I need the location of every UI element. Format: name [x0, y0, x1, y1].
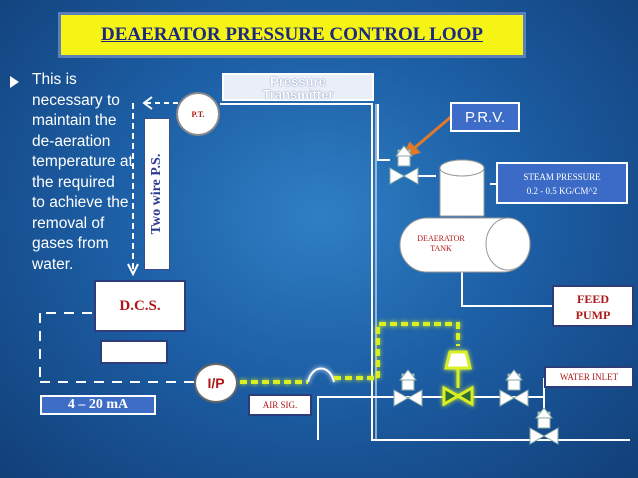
bullet-point: This is necessary to maintain the de-aer…: [10, 70, 136, 275]
page-title: DEAERATOR PRESSURE CONTROL LOOP: [100, 24, 483, 45]
bullet-line: the required: [32, 173, 115, 191]
isolation-valve-1: [393, 369, 423, 407]
steam-pressure-box: STEAM PRESSURE 0.2 - 0.5 KG/CM^2: [496, 162, 628, 204]
ip-converter: I/P: [194, 363, 238, 403]
bullet-line: temperature at: [32, 153, 133, 170]
ma-signal-box: 4 – 20 mA: [40, 395, 156, 415]
title-banner: DEAERATOR PRESSURE CONTROL LOOP: [58, 12, 526, 58]
steam-pressure-title: STEAM PRESSURE: [523, 172, 601, 182]
dcs-box: D.C.S.: [94, 280, 186, 332]
pressure-transmitter-label: Pressure Transmitter: [222, 73, 374, 101]
bypass-valve: [529, 407, 559, 445]
steam-pipe: [418, 175, 496, 185]
ip-label: I/P: [207, 375, 225, 391]
pressure-transmitter-line2: Transmitter: [262, 87, 334, 102]
air-signal-line: [240, 322, 460, 384]
tank-label-line2: TANK: [430, 244, 452, 253]
bullet-line: maintain the: [32, 112, 117, 129]
two-wire-ps-box: Two wire P.S.: [144, 118, 170, 270]
process-pipe-pt: [220, 103, 630, 441]
bullet-line: necessary to: [32, 91, 120, 109]
feed-pump-line1: FEED: [576, 292, 609, 306]
prv-label: P.R.V.: [464, 108, 506, 126]
bullet-line: This is: [32, 71, 77, 88]
two-wire-ps-label: Two wire P.S.: [149, 153, 164, 235]
feed-pump-box: FEED PUMP: [552, 285, 634, 327]
prv-valve: [389, 145, 419, 185]
deaerator-tank: [399, 159, 531, 273]
prv-pointer-arrow: [401, 114, 453, 159]
bullet-text: This is necessary to maintain the de-aer…: [32, 70, 136, 275]
control-valve: [442, 350, 474, 407]
bullet-arrow-icon: [10, 76, 19, 88]
air-signal-box: AIR SIG.: [248, 394, 312, 416]
signal-line-dcs-ip: [39, 312, 194, 383]
deaerator-tank-label: DEAERATOR TANK: [410, 234, 472, 254]
pt-label: P.T.: [191, 109, 205, 119]
dcs-output-box: [100, 340, 168, 364]
bullet-line: removal of: [32, 214, 105, 232]
isolation-valve-2: [499, 369, 529, 407]
tank-label-line1: DEAERATOR: [417, 234, 465, 243]
signal-line-pt-dcs: [127, 96, 178, 277]
prv-label-box: P.R.V.: [450, 102, 520, 132]
steam-pressure-value: 0.2 - 0.5 KG/CM^2: [526, 186, 598, 196]
ma-label: 4 – 20 mA: [67, 397, 129, 412]
bullet-line: gases from: [32, 235, 109, 252]
feed-pump-line2: PUMP: [575, 308, 611, 322]
bullet-line: water.: [32, 255, 74, 273]
bullet-line: de-aeration: [32, 132, 111, 150]
pt-circle: P.T.: [176, 92, 220, 136]
water-inlet-box: WATER INLET: [544, 366, 634, 388]
feed-pipe: [461, 272, 552, 307]
air-signal-label: AIR SIG.: [262, 400, 298, 410]
water-inlet-label: WATER INLET: [559, 372, 619, 382]
pressure-transmitter-line1: Pressure: [270, 74, 326, 89]
bullet-line: to achieve the: [32, 194, 129, 211]
dcs-label: D.C.S.: [119, 297, 161, 314]
